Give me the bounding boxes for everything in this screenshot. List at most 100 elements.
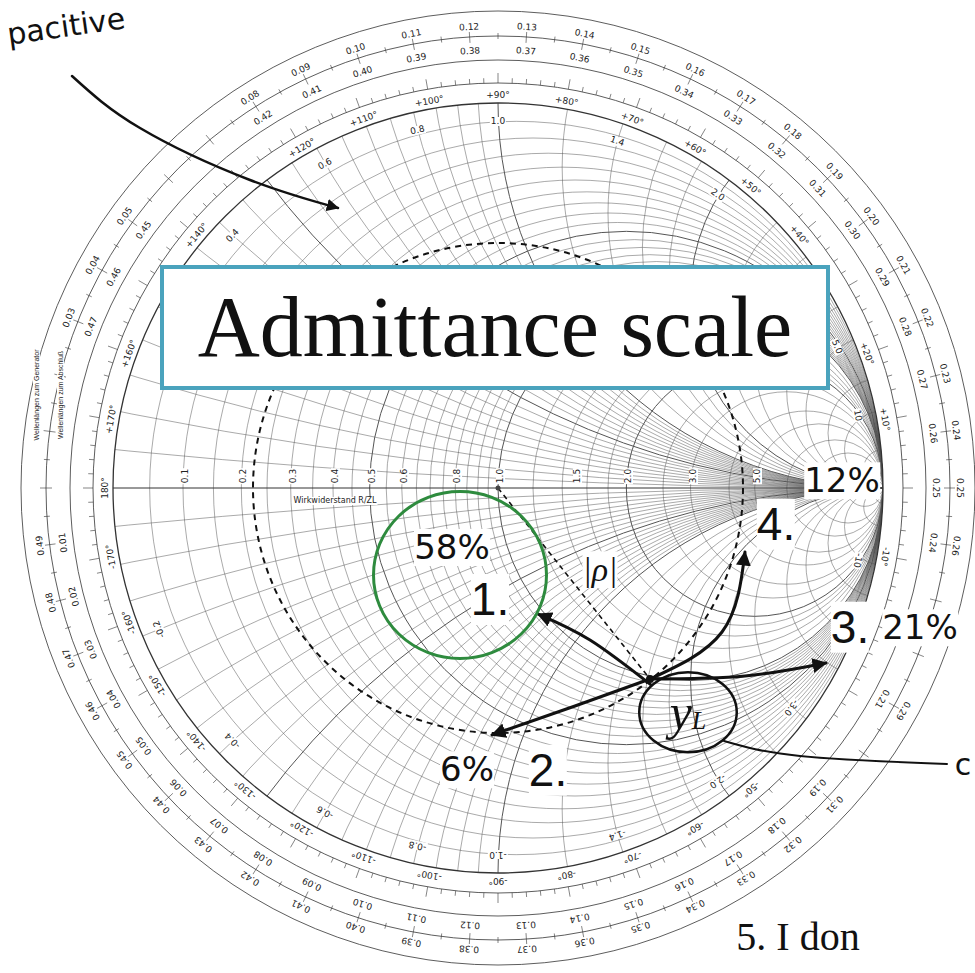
wavelength-value: 0.03 <box>83 637 99 661</box>
reactance-arc <box>0 488 975 973</box>
wavelength-tick <box>303 892 308 903</box>
box-heading: Admittance scale <box>198 278 793 377</box>
angle-tick <box>399 90 400 95</box>
angle-tick <box>136 296 140 298</box>
wavelength-tick <box>554 933 556 939</box>
wavelength-value: 0.11 <box>400 28 423 41</box>
angle-tick <box>903 502 908 503</box>
reactance-arc <box>562 488 975 973</box>
wavelength-value: 0.13 <box>516 22 539 32</box>
wavelength-tick <box>54 599 66 602</box>
wavelength-tick <box>206 135 214 144</box>
label-holder: 0.13 <box>516 15 539 34</box>
label-holder: 0.47 <box>54 645 79 672</box>
move-arrow <box>538 614 651 684</box>
angle-tick <box>136 678 140 680</box>
wavelength-tick <box>206 832 214 841</box>
label-holder: 0.26 <box>924 421 945 445</box>
angle-tick <box>213 779 216 783</box>
wavelength-value: 0.24 <box>950 419 962 442</box>
angle-tick <box>713 140 716 144</box>
label-holder: -3.0 <box>780 696 806 722</box>
label-holder: 0.35 <box>628 917 655 941</box>
label-holder: -90° <box>487 874 508 892</box>
reactance-arc <box>113 0 975 488</box>
label-holder: 0.37 <box>514 39 537 58</box>
wavelength-value: 0.47 <box>61 646 77 670</box>
wavelength-tick <box>72 652 83 656</box>
label-holder: 2.0 <box>617 468 635 484</box>
slide-text: 5. I don <box>736 915 859 959</box>
wavelength-tick <box>44 516 50 517</box>
angle-tick <box>129 666 133 668</box>
label-holder: -130° <box>228 775 260 806</box>
scale-ring <box>21 11 975 965</box>
angle-tick <box>281 831 284 835</box>
angle-tick <box>879 346 888 349</box>
angle-tick <box>554 82 556 87</box>
wavelength-value: 0.01 <box>58 531 70 554</box>
wavelength-tick <box>279 881 282 886</box>
reactance-arc <box>241 488 975 973</box>
wavelength-value: 0.34 <box>683 897 707 915</box>
angle-tick <box>483 893 484 898</box>
label-holder: 0.33 <box>720 103 748 130</box>
label-holder: 0.20 <box>860 201 888 229</box>
angle-value: +10° <box>878 407 891 434</box>
angle-tick <box>123 321 128 323</box>
angle-value: +60° <box>681 138 708 159</box>
resistance-value: 2.0 <box>624 468 633 484</box>
label-holder: 0.4 <box>324 468 342 484</box>
reactance-arc <box>370 0 975 488</box>
reactance-arc <box>455 0 975 488</box>
angle-tick <box>897 416 907 418</box>
callout-number: 3. <box>831 602 869 653</box>
label-holder: 0.45 <box>109 747 137 775</box>
angle-tick <box>180 221 188 227</box>
angle-tick <box>747 165 750 169</box>
label-holder: 0.6 <box>393 468 411 484</box>
label-holder: +90° <box>485 84 511 102</box>
angle-tick <box>344 864 346 869</box>
resistance-value: 1.5 <box>573 468 582 484</box>
label-holder: 0.25 <box>929 477 947 499</box>
label-holder: 0.18 <box>780 117 808 145</box>
wavelength-value: 0.14 <box>568 911 591 924</box>
angle-tick <box>89 459 94 460</box>
angle-tick <box>426 79 428 89</box>
wavelength-tick <box>147 198 152 202</box>
label-holder: 0.8 <box>407 117 427 138</box>
label-holder: 0.25 <box>953 477 971 499</box>
wavelength-tick <box>526 31 528 43</box>
wavelength-tick <box>385 47 386 53</box>
angle-tick <box>874 334 879 336</box>
resistance-value: 0.8 <box>453 468 462 484</box>
angle-tick <box>175 236 179 239</box>
angle-tick <box>399 881 400 886</box>
label-holder: 0.17 <box>720 846 748 873</box>
wavelength-value: 0.10 <box>351 896 375 911</box>
wavelength-tick <box>762 851 766 856</box>
reactance-value: -1.4 <box>606 827 627 842</box>
wavelength-tick <box>946 516 952 517</box>
label-holder: 0.48 <box>37 590 60 616</box>
magnitude-label: |ρ| <box>582 551 617 588</box>
reactance-arc <box>27 488 975 973</box>
angle-tick <box>868 653 873 655</box>
percentage-note: 21% <box>882 609 958 646</box>
wavelength-tick <box>877 244 882 247</box>
label-holder: 0.23 <box>936 360 959 386</box>
wavelength-tick <box>663 905 665 911</box>
angle-value: -90° <box>487 876 508 885</box>
wavelength-value: 0.23 <box>938 361 952 385</box>
angle-tick <box>512 893 513 898</box>
angle-tick <box>526 892 527 897</box>
angle-tick <box>269 148 272 152</box>
reactance-value: -0.2 <box>152 618 168 640</box>
label-holder: -80° <box>555 866 579 887</box>
angle-tick <box>97 572 102 573</box>
wavelength-value: 0.37 <box>516 943 539 953</box>
angle-tick <box>413 884 414 889</box>
label-holder: -1.4 <box>606 825 630 848</box>
label-holder: 0.05 <box>109 201 137 229</box>
